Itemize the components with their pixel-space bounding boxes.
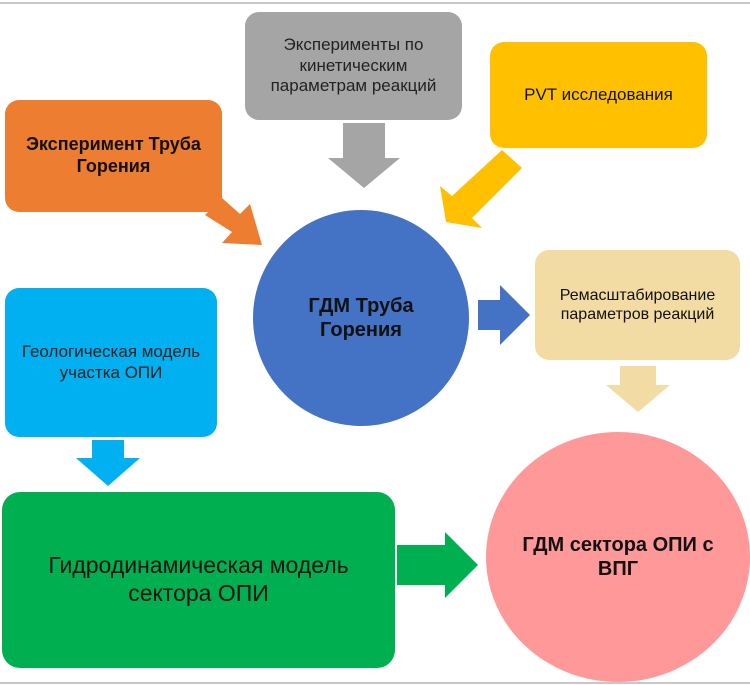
yellow-arrow <box>440 150 522 228</box>
kinetic-box <box>245 12 462 120</box>
beige-arrow-down <box>606 366 670 412</box>
kinetic-label: Эксперименты по кинетическим параметрам … <box>270 35 437 96</box>
gray-arrow-down <box>328 123 400 188</box>
rescaling-box <box>535 250 740 360</box>
cyan-arrow-down <box>76 440 140 486</box>
hydro-model-label: Гидродинамическая модель сектора ОПИ <box>48 552 349 606</box>
gdm-sector-ellipse <box>486 432 750 682</box>
orange-arrow <box>205 198 262 245</box>
gdm-tube-circle <box>253 210 469 426</box>
tube-experiment-label: Эксперимент Труба Горения <box>26 134 201 176</box>
pvt-box <box>490 42 707 148</box>
geo-model-box <box>5 288 217 437</box>
pvt-label: PVT исследования <box>524 84 673 104</box>
blue-arrow-right <box>478 285 530 345</box>
hydro-model-box <box>2 492 395 668</box>
gdm-sector-label: ГДМ сектора ОПИ с ВПГ <box>522 534 714 580</box>
tube-experiment-box <box>5 100 222 212</box>
rescaling-label: Ремасштабирование параметров реакций <box>559 286 716 323</box>
gdm-tube-label: ГДМ Труба Горения <box>308 295 414 341</box>
geo-model-label: Геологическая модель участка ОПИ <box>21 342 201 382</box>
green-arrow-right <box>397 532 478 598</box>
